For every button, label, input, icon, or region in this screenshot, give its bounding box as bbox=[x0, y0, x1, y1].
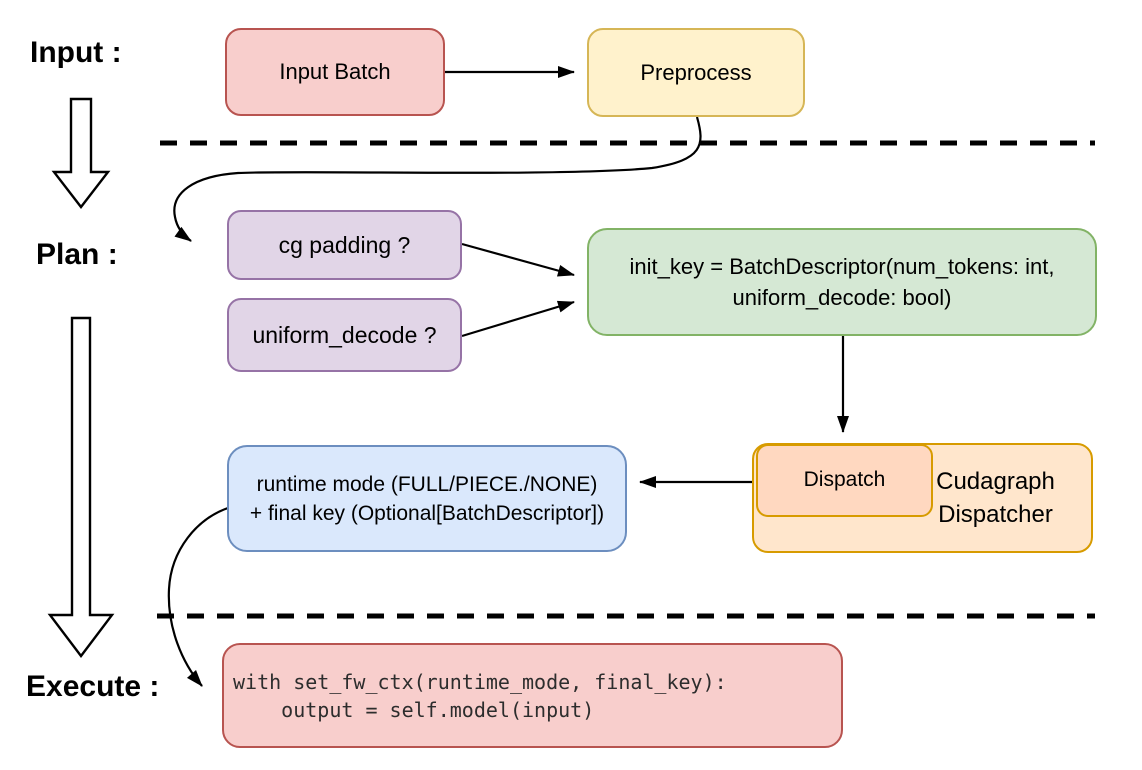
node-init-key: init_key = BatchDescriptor(num_tokens: i… bbox=[587, 228, 1097, 336]
plan-execute-stage-arrow-icon bbox=[47, 316, 115, 658]
node-dispatch-label: Dispatch bbox=[803, 468, 886, 492]
execute-code-line2: output = self.model(input) bbox=[233, 697, 595, 722]
arrow-cgpadding-to-initkey bbox=[461, 242, 575, 277]
node-runtime-mode-line2: + final key (Optional[BatchDescriptor]) bbox=[249, 501, 605, 525]
node-preprocess-label: Preprocess bbox=[640, 59, 752, 85]
node-input-batch: Input Batch bbox=[225, 28, 445, 116]
node-preprocess: Preprocess bbox=[587, 28, 805, 117]
node-runtime-mode: runtime mode (FULL/PIECE./NONE) + final … bbox=[227, 445, 627, 552]
node-cudagraph-line2: Dispatcher bbox=[938, 501, 1053, 528]
curve-runtimemode-to-executecode bbox=[167, 505, 232, 687]
node-cg-padding-label: cg padding ? bbox=[278, 231, 411, 258]
node-dispatch: Dispatch bbox=[756, 444, 933, 517]
node-init-key-line2: uniform_decode: bool) bbox=[732, 285, 952, 310]
node-cg-padding: cg padding ? bbox=[227, 210, 462, 280]
node-uniform-decode-label: uniform_decode ? bbox=[252, 321, 437, 348]
input-stage-arrow-icon bbox=[51, 97, 111, 209]
node-cudagraph-dispatcher-label: Cudagraph Dispatcher bbox=[908, 465, 1083, 531]
arrow-uniformdecode-to-initkey bbox=[461, 300, 575, 338]
stage-label-plan: Plan : bbox=[36, 238, 118, 271]
node-runtime-mode-line1: runtime mode (FULL/PIECE./NONE) bbox=[256, 472, 598, 496]
node-input-batch-label: Input Batch bbox=[279, 59, 391, 85]
curve-preprocess-to-cgpadding bbox=[173, 116, 702, 242]
node-init-key-line1: init_key = BatchDescriptor(num_tokens: i… bbox=[629, 254, 1055, 279]
execute-code-line1: with set_fw_ctx(runtime_mode, final_key)… bbox=[233, 669, 727, 694]
node-uniform-decode: uniform_decode ? bbox=[227, 298, 462, 372]
stage-label-execute: Execute : bbox=[26, 670, 160, 703]
stage-label-input: Input : bbox=[30, 36, 122, 69]
node-execute-code: with set_fw_ctx(runtime_mode, final_key)… bbox=[222, 643, 843, 748]
node-cudagraph-line1: Cudagraph bbox=[936, 468, 1055, 495]
